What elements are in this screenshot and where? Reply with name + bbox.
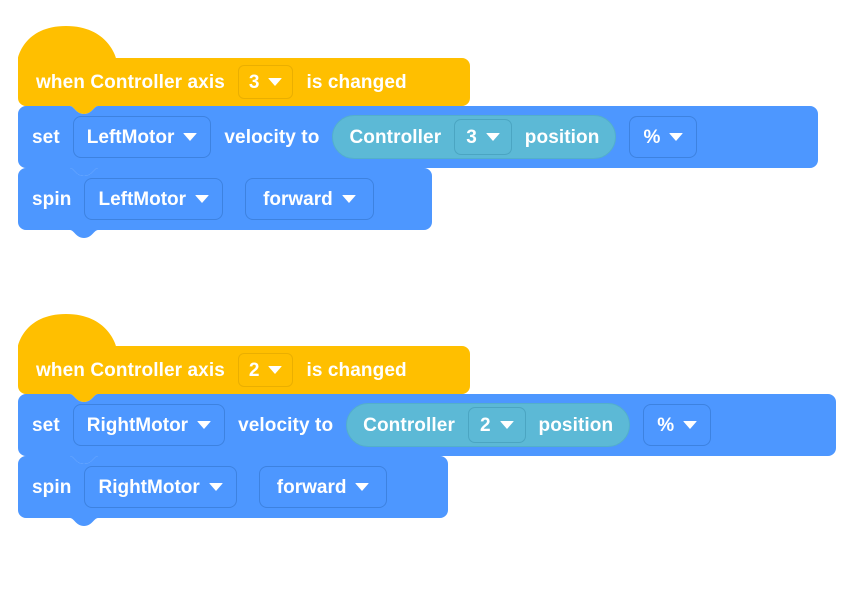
spin-motor-block[interactable]: spin LeftMotor forward [18, 168, 436, 238]
axis-dropdown[interactable]: 3 [237, 65, 294, 99]
chevron-down-icon [485, 133, 500, 141]
motor-dropdown[interactable]: LeftMotor [84, 178, 224, 220]
set-block-content: set RightMotor velocity to Controller 2 … [32, 394, 712, 456]
motor-dropdown-value: LeftMotor [98, 188, 187, 210]
motor-dropdown[interactable]: LeftMotor [72, 116, 212, 158]
motor-dropdown-value: RightMotor [86, 414, 189, 436]
hat-text-after: is changed [306, 71, 407, 93]
direction-dropdown[interactable]: forward [258, 466, 388, 508]
when-controller-axis-changed-hat[interactable]: when Controller axis 2 is changed [18, 310, 474, 402]
direction-dropdown-value: forward [276, 476, 347, 498]
reporter-text-position: position [538, 414, 614, 436]
spin-block-content: spin RightMotor forward [32, 456, 388, 518]
motor-dropdown[interactable]: RightMotor [72, 404, 226, 446]
chevron-down-icon [268, 78, 283, 86]
velocity-to-label: velocity to [224, 126, 320, 148]
hat-text-before: when Controller axis [36, 71, 225, 93]
spin-motor-block[interactable]: spin RightMotor forward [18, 456, 452, 526]
axis-dropdown-value: 3 [248, 71, 260, 93]
set-block-content: set LeftMotor velocity to Controller 3 p… [32, 106, 698, 168]
controller-axis-dropdown[interactable]: 3 [454, 119, 512, 155]
units-dropdown-value: % [643, 126, 661, 148]
direction-dropdown-value: forward [263, 188, 333, 210]
chevron-down-icon [355, 483, 370, 491]
hat-block-content: when Controller axis 3 is changed [36, 58, 407, 106]
controller-axis-position-reporter[interactable]: Controller 3 position [332, 115, 617, 159]
set-label: set [32, 126, 60, 148]
set-label: set [32, 414, 60, 436]
units-dropdown[interactable]: % [629, 116, 698, 158]
chevron-down-icon [683, 421, 698, 429]
chevron-down-icon [499, 421, 514, 429]
hat-text-before: when Controller axis [36, 359, 225, 381]
velocity-to-label: velocity to [238, 414, 334, 436]
hat-text-after: is changed [306, 359, 407, 381]
chevron-down-icon [197, 421, 212, 429]
reporter-text-controller: Controller [363, 414, 455, 436]
chevron-down-icon [268, 366, 283, 374]
chevron-down-icon [669, 133, 684, 141]
motor-dropdown[interactable]: RightMotor [84, 466, 237, 508]
set-motor-velocity-block[interactable]: set RightMotor velocity to Controller 2 … [18, 394, 840, 464]
direction-dropdown[interactable]: forward [245, 178, 374, 220]
reporter-text-position: position [524, 126, 600, 148]
controller-axis-dropdown[interactable]: 2 [467, 407, 526, 443]
set-motor-velocity-block[interactable]: set LeftMotor velocity to Controller 3 p… [18, 106, 822, 176]
chevron-down-icon [341, 195, 356, 203]
controller-axis-dropdown-value: 3 [466, 126, 477, 148]
units-dropdown-value: % [657, 414, 675, 436]
hat-block-content: when Controller axis 2 is changed [36, 346, 407, 394]
motor-dropdown-value: LeftMotor [86, 126, 175, 148]
chevron-down-icon [195, 195, 210, 203]
controller-axis-dropdown-value: 2 [479, 414, 491, 436]
spin-label: spin [32, 476, 72, 498]
chevron-down-icon [183, 133, 198, 141]
axis-dropdown-value: 2 [248, 359, 260, 381]
reporter-text-controller: Controller [349, 126, 442, 148]
controller-axis-position-reporter[interactable]: Controller 2 position [346, 403, 631, 447]
axis-dropdown[interactable]: 2 [237, 353, 294, 387]
spin-label: spin [32, 188, 72, 210]
units-dropdown[interactable]: % [643, 404, 712, 446]
motor-dropdown-value: RightMotor [98, 476, 200, 498]
spin-block-content: spin LeftMotor forward [32, 168, 374, 230]
chevron-down-icon [208, 483, 223, 491]
when-controller-axis-changed-hat[interactable]: when Controller axis 3 is changed [18, 22, 474, 114]
